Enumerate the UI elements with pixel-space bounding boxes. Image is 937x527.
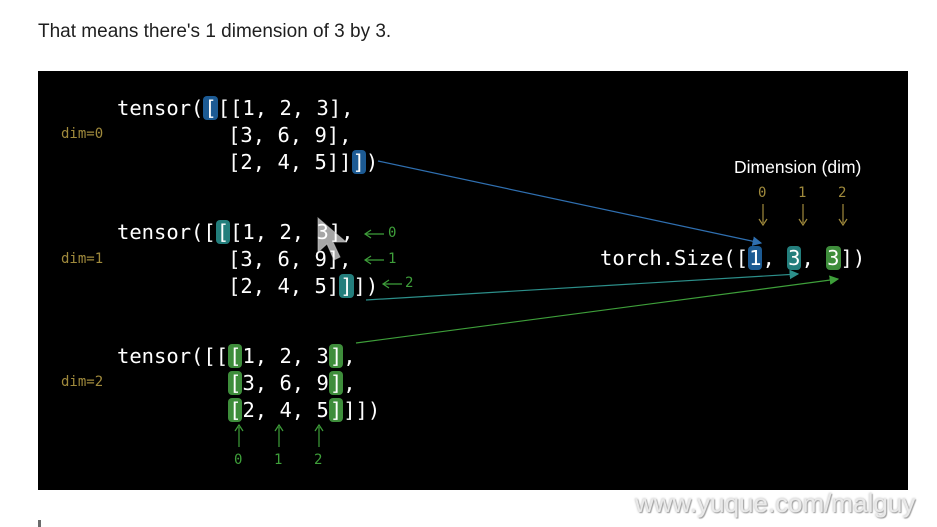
dim-label-0: dim=0 — [61, 126, 104, 142]
row-index-0: 0 — [388, 225, 397, 241]
col-index-0: 0 — [234, 452, 243, 468]
watermark-text: www.yuque.com/malguy — [635, 488, 916, 518]
scroll-indicator — [38, 520, 41, 527]
caption-text: That means there's 1 dimension of 3 by 3… — [38, 21, 392, 42]
slide-panel: dim=0 tensor([[[1, 2, 3], [3, 6, 9], [2,… — [38, 71, 908, 490]
tensor-block-dim1: tensor([[[1, 2, 3], [3, 6, 9], [2, 4, 5]… — [117, 220, 379, 298]
mouse-cursor-icon — [317, 216, 348, 261]
row-index-1: 1 — [388, 251, 397, 267]
dim-label-1: dim=1 — [61, 251, 104, 267]
tensor-block-dim0: tensor([[[1, 2, 3], [3, 6, 9], [2, 4, 5]… — [117, 96, 379, 174]
arrow-connectors — [234, 160, 848, 447]
arrow-dim2 — [355, 275, 840, 344]
col-index-2: 2 — [314, 452, 323, 468]
arrow-dim0 — [377, 160, 763, 246]
dimension-index-0: 0 — [758, 185, 767, 201]
row-index-2: 2 — [405, 275, 414, 291]
arrow-dim1 — [365, 269, 800, 301]
dimension-index-1: 1 — [798, 185, 807, 201]
dimension-index-2: 2 — [838, 185, 847, 201]
col-index-1: 1 — [274, 452, 283, 468]
dim-label-2: dim=2 — [61, 374, 104, 390]
tensor-block-dim2: tensor([[[1, 2, 3], [3, 6, 9], [2, 4, 5]… — [117, 344, 381, 422]
torch-size-output: torch.Size([1, 3, 3]) — [600, 246, 866, 270]
dimension-title: Dimension (dim) — [734, 157, 862, 177]
